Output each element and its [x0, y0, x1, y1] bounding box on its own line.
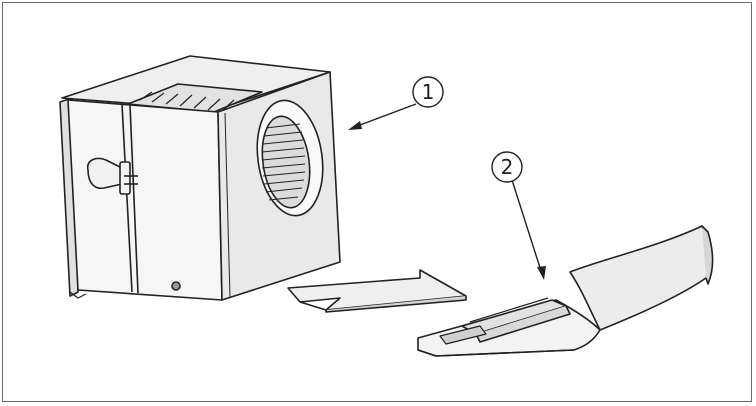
mounting-bracket — [417, 225, 714, 357]
assembly-arrow — [287, 269, 467, 313]
bracket-back-plate — [569, 225, 711, 331]
front-panel-seam-right — [129, 104, 139, 294]
front-panel-seam-left — [121, 103, 133, 293]
callout-1-leader — [351, 103, 417, 129]
callout-1-number: 1 — [422, 80, 435, 104]
callout-2: 2 — [491, 151, 546, 280]
callout-2-number: 2 — [501, 155, 514, 179]
fan-inlet-opening — [261, 115, 311, 209]
bracket-slot — [439, 325, 487, 345]
callout-2-leader — [511, 179, 543, 275]
callout-2-circle — [491, 151, 523, 183]
housing-front — [67, 99, 223, 301]
blower-housing — [59, 55, 341, 301]
fan-blades — [261, 123, 306, 201]
callout-1-arrowhead — [348, 121, 362, 130]
callout-2-arrowhead — [537, 266, 546, 280]
latch-handle — [86, 157, 138, 195]
callout-1-circle — [412, 76, 444, 108]
bottom-screw — [171, 281, 181, 291]
callout-1: 1 — [348, 76, 444, 130]
